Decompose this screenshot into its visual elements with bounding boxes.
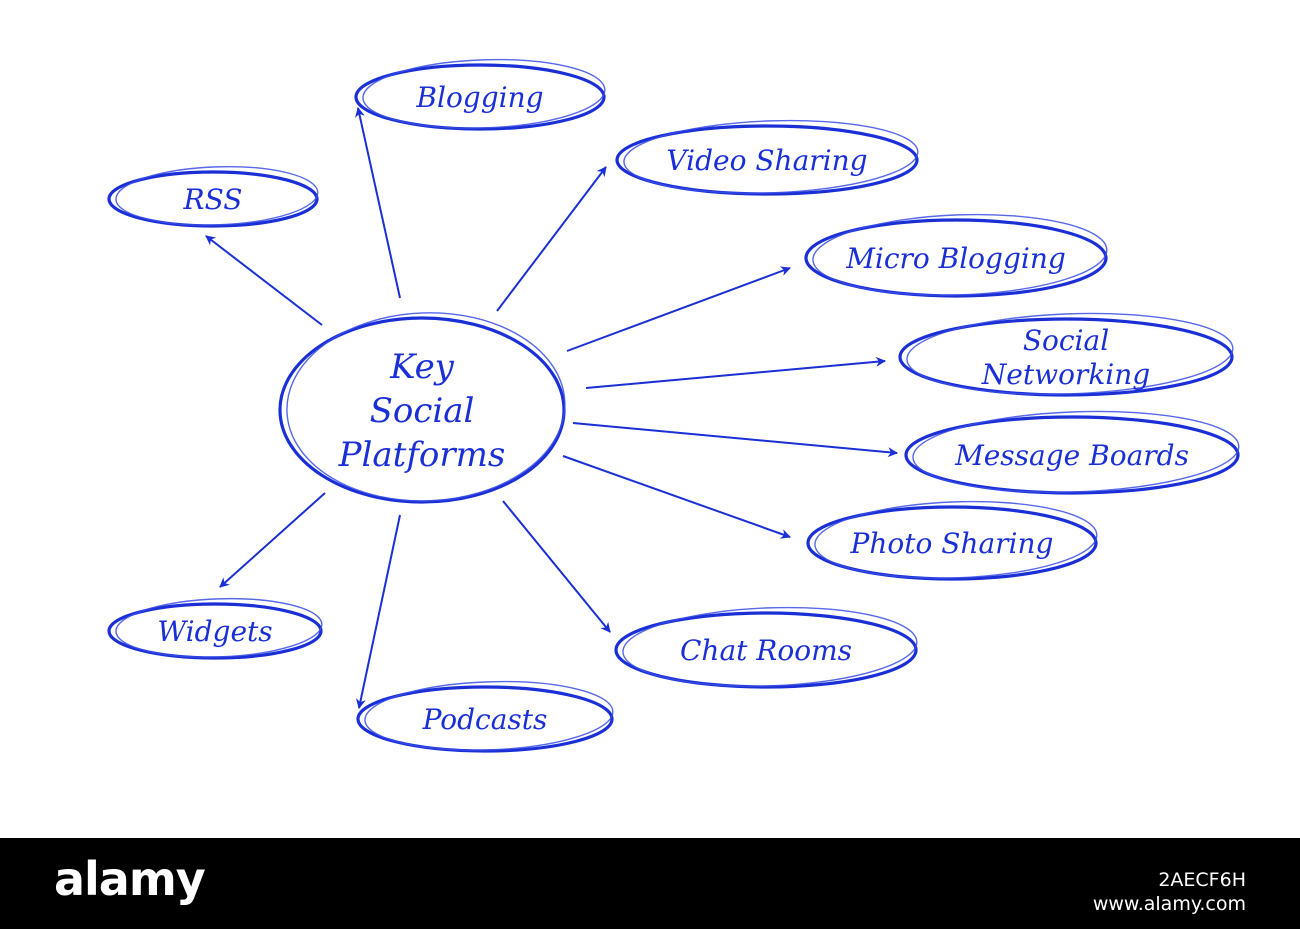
node-social-networking-label-line: Social <box>1023 324 1109 357</box>
center-node-ellipse-stroke <box>286 312 566 502</box>
arrow-to-widgets <box>219 492 326 588</box>
node-photo-sharing-ellipse-stroke <box>814 500 1098 579</box>
node-rss-ellipse <box>107 170 319 228</box>
node-rss-label-line: RSS <box>183 183 243 216</box>
node-chat-rooms: Chat Rooms <box>614 606 918 689</box>
node-chat-rooms-ellipse-stroke <box>622 606 918 687</box>
arrow-to-video-sharing <box>496 166 607 312</box>
diagram-edges <box>205 107 898 709</box>
node-rss-ellipse-stroke <box>115 165 319 226</box>
node-podcasts: Podcasts <box>356 680 614 753</box>
node-video-sharing-ellipse-stroke <box>623 119 919 194</box>
watermark-footer: alamy 2AECF6H www.alamy.com <box>0 838 1300 929</box>
arrow-to-social-networking <box>585 356 886 389</box>
arrow-to-photo-sharing <box>562 455 791 539</box>
node-blogging: Blogging <box>354 58 606 131</box>
node-video-sharing-label-line: Video Sharing <box>666 144 867 177</box>
node-photo-sharing: Photo Sharing <box>806 500 1098 581</box>
center-node-label-line: Key <box>389 347 455 387</box>
node-blogging-ellipse <box>354 63 606 131</box>
node-social-networking-ellipse <box>898 317 1234 397</box>
node-photo-sharing-label-line: Photo Sharing <box>850 527 1054 560</box>
arrow-to-rss <box>205 235 323 326</box>
node-message-boards-ellipse <box>904 415 1240 495</box>
node-social-networking-label-line: Networking <box>981 358 1150 391</box>
node-micro-blogging-ellipse <box>804 218 1108 298</box>
node-message-boards-ellipse-stroke <box>912 410 1240 493</box>
node-micro-blogging-label-line: Micro Blogging <box>845 242 1066 275</box>
node-widgets-ellipse-stroke <box>115 597 323 658</box>
site-url: www.alamy.com <box>1092 893 1246 915</box>
center-node-label-line: Social <box>370 391 475 431</box>
arrow-to-blogging <box>355 107 401 299</box>
node-video-sharing: Video Sharing <box>615 119 919 196</box>
node-podcasts-label-line: Podcasts <box>422 703 548 736</box>
node-podcasts-ellipse-stroke <box>364 680 614 751</box>
node-message-boards: Message Boards <box>904 410 1240 495</box>
node-widgets: Widgets <box>107 597 323 660</box>
node-micro-blogging: Micro Blogging <box>804 213 1108 298</box>
image-id-block: 2AECF6H www.alamy.com <box>1093 868 1246 916</box>
node-micro-blogging-ellipse-stroke <box>812 213 1108 296</box>
brand-logo-text: alamy <box>54 852 206 906</box>
center-node-label-line: Platforms <box>338 435 506 475</box>
arrow-to-micro-blogging <box>566 266 791 352</box>
node-blogging-label-line: Blogging <box>415 81 543 114</box>
node-photo-sharing-ellipse <box>806 505 1098 581</box>
arrow-to-chat-rooms <box>502 500 611 633</box>
node-video-sharing-ellipse <box>615 124 919 196</box>
node-blogging-ellipse-stroke <box>362 58 606 129</box>
node-podcasts-ellipse <box>356 685 614 753</box>
node-widgets-ellipse <box>107 602 323 660</box>
node-rss: RSS <box>107 165 319 228</box>
node-chat-rooms-ellipse <box>614 611 918 689</box>
node-chat-rooms-label-line: Chat Rooms <box>680 634 852 667</box>
arrow-to-podcasts <box>355 514 401 709</box>
node-message-boards-label-line: Message Boards <box>954 439 1189 472</box>
node-widgets-label-line: Widgets <box>157 615 272 648</box>
arrow-to-message-boards <box>572 422 898 458</box>
image-code: 2AECF6H <box>1158 869 1246 891</box>
node-social-networking-ellipse-stroke <box>906 312 1234 395</box>
